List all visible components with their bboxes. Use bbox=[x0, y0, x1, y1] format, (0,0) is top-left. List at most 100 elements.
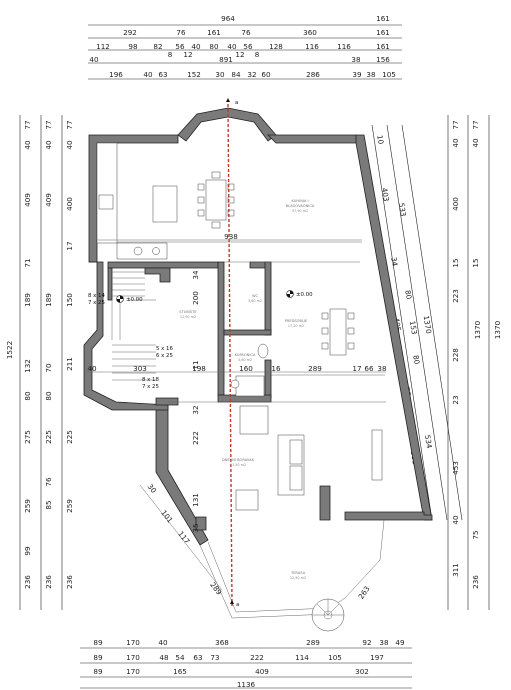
dim-left-c3-259: 259 bbox=[65, 499, 74, 513]
dim-b4-1136: 1136 bbox=[237, 680, 256, 689]
room-bath-name: KUPAONICA bbox=[235, 353, 256, 357]
toilet-icon bbox=[257, 343, 269, 359]
dim-diag-1370: 1370 bbox=[422, 315, 434, 335]
dim-38: 38 bbox=[377, 364, 387, 373]
washbasin-icon bbox=[230, 379, 240, 389]
wall-bath-right bbox=[264, 359, 272, 399]
dim-b3-170: 170 bbox=[126, 667, 140, 676]
dim-left-c1-80: 80 bbox=[23, 391, 32, 401]
dim-b2-48: 48 bbox=[159, 653, 169, 662]
section-label-bottom: a bbox=[236, 602, 239, 608]
room-wc-area: 3,60 m2 bbox=[248, 299, 262, 303]
dim-117: 117 bbox=[176, 529, 192, 545]
dim-row3-116a: 116 bbox=[305, 42, 319, 51]
wall-entry-bay bbox=[83, 261, 169, 411]
dim-left-c3-211: 211 bbox=[65, 357, 74, 371]
dim-16: 16 bbox=[271, 364, 281, 373]
dim-263: 263 bbox=[356, 584, 371, 600]
dim-row5-196: 196 bbox=[109, 70, 123, 79]
wall-stair bbox=[107, 267, 113, 301]
dim-row5-60: 60 bbox=[261, 70, 271, 79]
dim-top-161: 161 bbox=[376, 14, 390, 23]
dim-b2-73: 73 bbox=[210, 653, 219, 662]
chair-icon bbox=[321, 342, 329, 350]
dim-left-c1-236: 236 bbox=[23, 575, 32, 589]
dim-32: 32 bbox=[191, 405, 200, 414]
dim-left-c1-189: 189 bbox=[23, 293, 32, 307]
dim-right-1370: 1370 bbox=[473, 320, 482, 339]
dim-11: 11 bbox=[191, 360, 200, 369]
dim-left-c3-77: 77 bbox=[65, 120, 74, 129]
dim-40-left: 40 bbox=[87, 364, 97, 373]
inner-dimensions: 938 34 200 11 40 303 198 160 16 289 17 6… bbox=[84, 232, 387, 601]
dim-row4-891: 891 bbox=[219, 55, 233, 64]
dim-right-77: 77 bbox=[451, 120, 460, 129]
dim-row3b-12a: 12 bbox=[183, 50, 192, 59]
dim-right-15: 15 bbox=[451, 258, 460, 267]
coffee-table bbox=[239, 405, 269, 435]
dim-row5-40: 40 bbox=[143, 70, 153, 79]
chair-icon bbox=[211, 171, 221, 179]
dim-row5-30: 30 bbox=[215, 70, 225, 79]
dim-b3-89: 89 bbox=[93, 667, 103, 676]
dim-row5-38: 38 bbox=[366, 70, 376, 79]
dim-left-c3-40: 40 bbox=[65, 140, 74, 150]
top-dimensions: 964 161 292 76 161 76 360 161 112 98 82 … bbox=[88, 14, 402, 80]
dim-row5-39: 39 bbox=[352, 70, 362, 79]
dim-left-c2-80: 80 bbox=[44, 391, 53, 401]
dim-row3-80: 80 bbox=[209, 42, 219, 51]
dim-198: 198 bbox=[192, 364, 206, 373]
dim-289: 289 bbox=[308, 364, 322, 373]
room-hall-area: 12,90 m2 bbox=[180, 315, 196, 319]
wall-kitchen-south bbox=[107, 261, 219, 269]
room-bath-area: 3,60 m2 bbox=[238, 358, 252, 362]
dim-left-c3-225: 225 bbox=[65, 430, 74, 444]
wall-living-north bbox=[155, 397, 179, 406]
dim-b2-197: 197 bbox=[370, 653, 384, 662]
room-kitchen-area: 37,90 m2 bbox=[292, 209, 308, 213]
sofa-cushion bbox=[289, 439, 303, 465]
dim-b1-289: 289 bbox=[306, 638, 320, 647]
dim-row2-292: 292 bbox=[123, 28, 137, 37]
dim-34: 34 bbox=[191, 270, 200, 280]
room-day-name: DNEVNI BORAVAK bbox=[222, 458, 255, 462]
dim-right-23: 23 bbox=[451, 395, 460, 404]
room-day-area: 41,50 m2 bbox=[230, 463, 246, 467]
dim-right2-15: 15 bbox=[471, 258, 480, 267]
section-arrow-top-icon bbox=[226, 98, 230, 102]
armchair bbox=[235, 489, 259, 511]
dim-200: 200 bbox=[191, 291, 200, 305]
tv-stand bbox=[371, 429, 383, 481]
chair-icon bbox=[321, 312, 329, 320]
dim-b3-302: 302 bbox=[355, 667, 369, 676]
dim-row2-161: 161 bbox=[207, 28, 221, 37]
left-dimensions: 1522 77 40 409 71 189 132 80 275 259 99 … bbox=[5, 115, 74, 610]
dim-right-400: 400 bbox=[451, 197, 460, 211]
wall-pillar-1 bbox=[195, 516, 207, 531]
stair-labels: 8 x 14 7 x 25 5 x 16 6 x 25 8 x 18 7 x 2… bbox=[88, 293, 173, 390]
dim-row3b-8b: 8 bbox=[255, 50, 260, 59]
dim-left-c2-77: 77 bbox=[44, 120, 53, 129]
dim-row5-286: 286 bbox=[306, 70, 320, 79]
dim-left-c1-99: 99 bbox=[23, 546, 32, 556]
wall-east bbox=[355, 134, 433, 521]
stair-label-1a: 8 x 14 bbox=[88, 293, 105, 299]
dim-left-c1-40: 40 bbox=[23, 140, 32, 150]
dim-right-40b: 40 bbox=[451, 515, 460, 525]
section-arrow-bottom-icon bbox=[230, 600, 234, 604]
level-label-1: ±0.00 bbox=[126, 297, 143, 303]
dim-b2-89: 89 bbox=[93, 653, 103, 662]
kitchen-counter bbox=[96, 142, 118, 244]
dim-row2-161b: 161 bbox=[376, 28, 390, 37]
dim-b1-40: 40 bbox=[158, 638, 168, 647]
dim-b2-222: 222 bbox=[250, 653, 264, 662]
dim-diag-10: 10 bbox=[375, 134, 385, 145]
dim-row3b-12b: 12 bbox=[235, 50, 244, 59]
dining-table bbox=[205, 179, 227, 221]
room-wc-name: WC bbox=[252, 294, 259, 298]
dim-b1-49: 49 bbox=[395, 638, 405, 647]
dim-left-c2-40: 40 bbox=[44, 140, 53, 150]
dim-row5-105: 105 bbox=[382, 70, 396, 79]
dim-left-c2-76: 76 bbox=[44, 477, 53, 487]
dim-row5-152: 152 bbox=[187, 70, 201, 79]
